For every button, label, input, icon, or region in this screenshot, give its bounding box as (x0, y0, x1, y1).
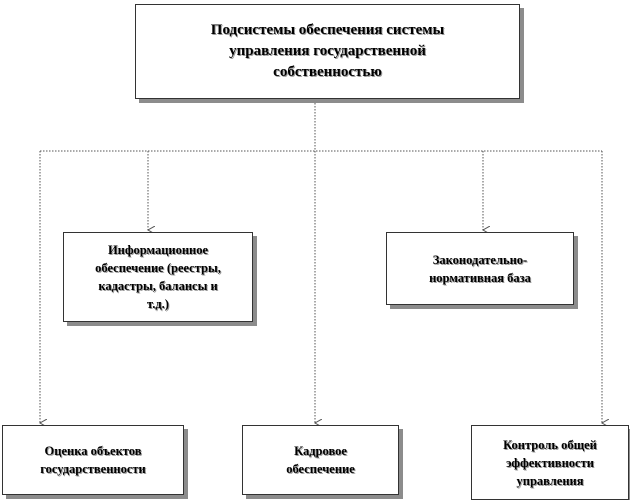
staffing-line-1: Кадровое (294, 444, 347, 458)
evaluation-line-2: государственности (40, 462, 146, 476)
evaluation-box: Оценка объектов государственности (2, 425, 184, 495)
staffing-line-2: обеспечение (286, 462, 355, 476)
info-support-line-1: Информационное (107, 243, 209, 257)
legal-base-box: Законодательно- нормативная база (386, 232, 574, 305)
root-line-1: Подсистемы обеспечения системы (210, 22, 445, 38)
info-support-box: Информационное обеспечение (реестры, кад… (63, 232, 253, 322)
info-support-line-3: кадастры, балансы и (98, 279, 218, 293)
staffing-box: Кадровое обеспечение (242, 425, 399, 495)
control-line-1: Контроль общей (503, 437, 597, 452)
info-support-line-4: т.д.) (147, 297, 169, 311)
control-line-2: эффективности (506, 455, 594, 470)
legal-base-line-1: Законодательно- (432, 252, 528, 267)
root-subsystems-box: Подсистемы обеспечения системы управлени… (135, 4, 520, 99)
legal-base-line-2: нормативная база (429, 270, 531, 285)
evaluation-line-1: Оценка объектов (44, 444, 142, 458)
info-support-line-2: обеспечение (реестры, (95, 261, 221, 275)
control-box: Контроль общей эффективности управления (471, 425, 629, 500)
control-line-3: управления (516, 473, 584, 488)
root-line-2: управления государственной (229, 43, 426, 59)
root-line-3: собственностью (273, 64, 382, 80)
